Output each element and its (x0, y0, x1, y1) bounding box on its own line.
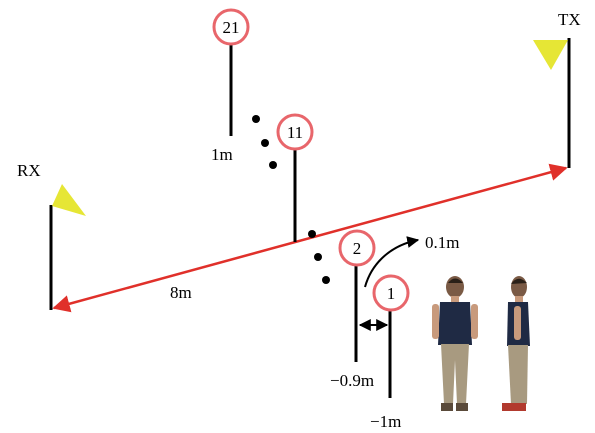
tx-label: TX (558, 10, 581, 29)
ellipsis-dots-lower (308, 230, 330, 284)
step-arrow (364, 236, 420, 288)
marker-21-label: 21 (223, 18, 240, 37)
ellipsis-dots-upper (252, 115, 277, 169)
rx-antenna: RX (17, 161, 86, 310)
marker-1: 1 (372, 274, 410, 312)
tx-flag (533, 40, 568, 70)
rx-tx-link-line (52, 163, 568, 313)
position-near-label: −0.9m (330, 371, 374, 390)
distance-label: 8m (170, 283, 192, 302)
marker-11: 11 (276, 113, 314, 151)
person-front-view (432, 276, 478, 411)
marker-1-label: 1 (387, 284, 396, 303)
step-label: 0.1m (425, 233, 459, 252)
person-side-view (502, 276, 530, 411)
rx-label: RX (17, 161, 41, 180)
tx-antenna: TX (533, 10, 581, 168)
position-top-label: 1m (211, 145, 233, 164)
position-bottom-label: −1m (370, 412, 401, 431)
marker-2: 2 (338, 229, 376, 267)
marker-11-label: 11 (287, 123, 303, 142)
marker-21: 21 (212, 8, 250, 46)
marker-2-label: 2 (353, 239, 362, 258)
rx-flag (52, 184, 86, 216)
